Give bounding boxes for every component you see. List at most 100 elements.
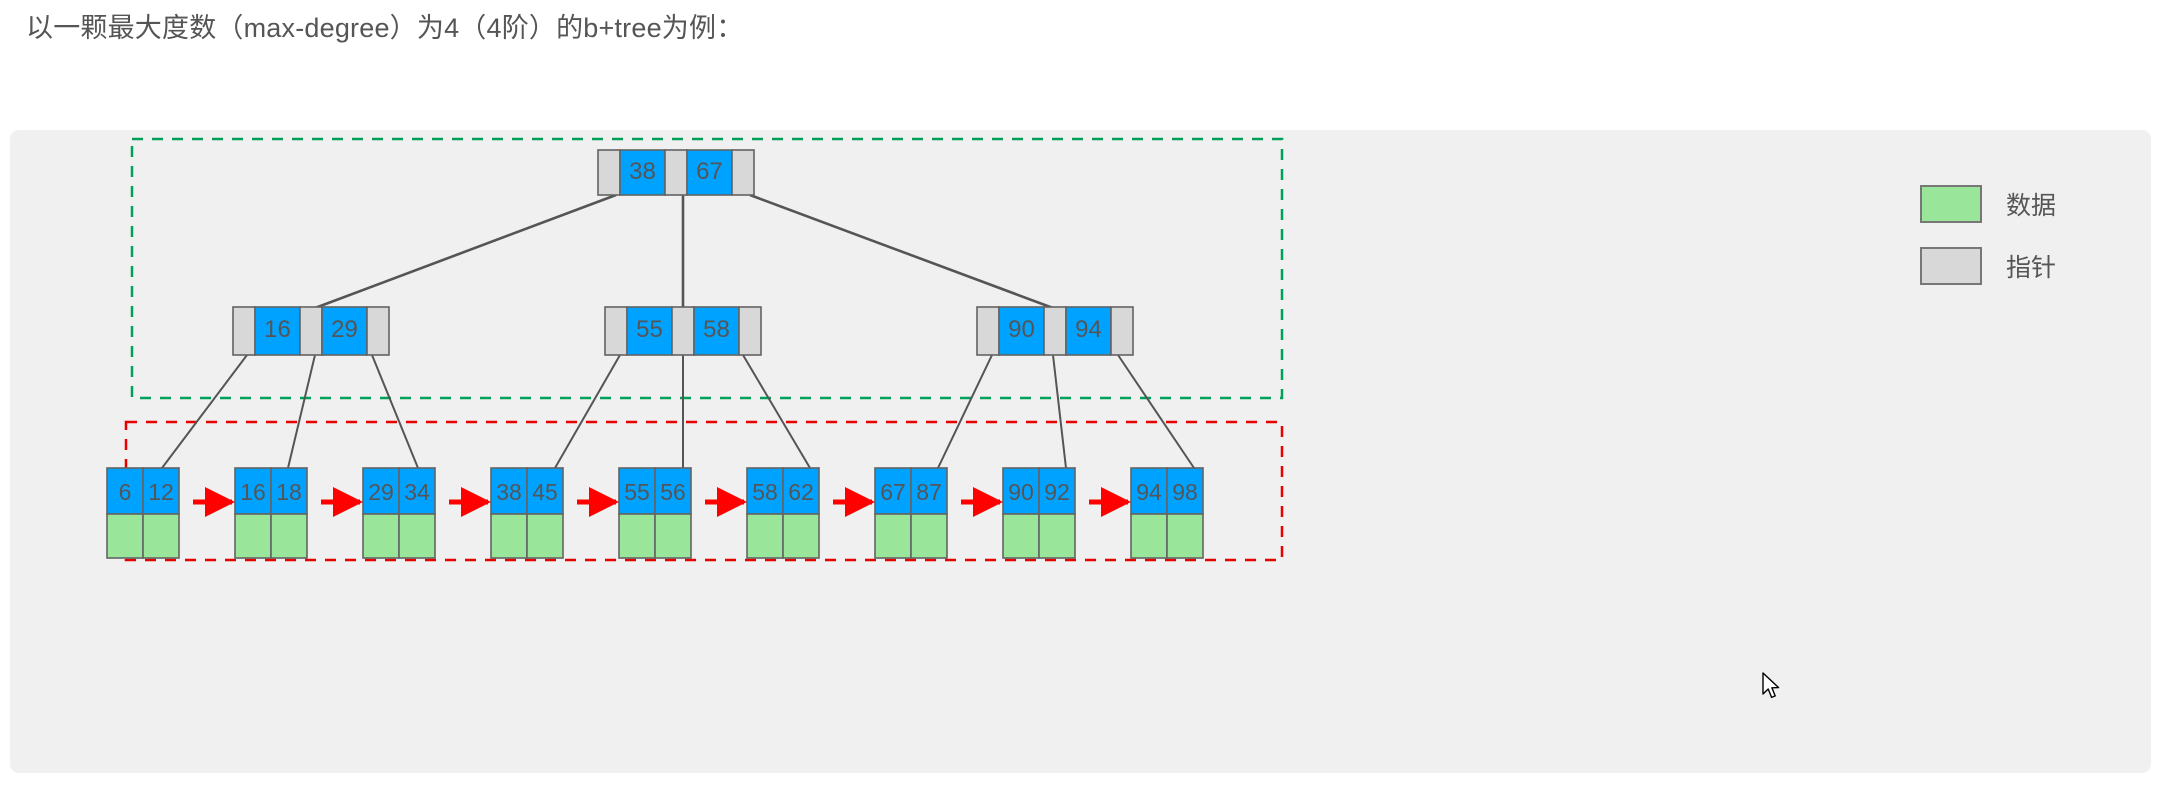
data-cell bbox=[746, 513, 784, 559]
key-label: 29 bbox=[368, 479, 394, 505]
key-label: 67 bbox=[880, 479, 906, 505]
legend-item-data: 数据 bbox=[1920, 185, 2140, 223]
data-cell bbox=[654, 513, 692, 559]
legend-swatch-pointer-icon bbox=[1920, 247, 1982, 285]
pointer-cell bbox=[366, 306, 390, 356]
data-cell bbox=[1166, 513, 1204, 559]
key-cell bbox=[910, 467, 948, 515]
key-cell bbox=[490, 467, 528, 515]
key-label: 90 bbox=[1008, 316, 1035, 343]
btree-node-internal-1[interactable]: 16 29 bbox=[232, 306, 390, 356]
data-cell bbox=[142, 513, 180, 559]
key-cell bbox=[626, 306, 673, 356]
connector-lines-internal-1 bbox=[161, 354, 419, 469]
key-cell bbox=[874, 467, 912, 515]
btree-leaf-2[interactable]: 16 18 bbox=[234, 467, 308, 559]
data-cell bbox=[618, 513, 656, 559]
legend-item-pointer: 指针 bbox=[1920, 247, 2140, 285]
key-label: 87 bbox=[916, 479, 942, 505]
btree-leaf-1[interactable]: 6 12 bbox=[106, 467, 180, 559]
data-cell bbox=[1038, 513, 1076, 559]
data-cell bbox=[398, 513, 436, 559]
connector-lines-root bbox=[314, 193, 1054, 310]
legend: 数据 指针 bbox=[1920, 185, 2140, 309]
data-cell bbox=[362, 513, 400, 559]
key-label: 58 bbox=[752, 479, 778, 505]
connector-lines-internal-3 bbox=[937, 354, 1195, 469]
pointer-cell bbox=[299, 306, 323, 356]
key-cell bbox=[619, 149, 666, 196]
key-label: 6 bbox=[119, 479, 132, 505]
btree-node-internal-2[interactable]: 55 58 bbox=[604, 306, 762, 356]
key-cell bbox=[526, 467, 564, 515]
btree-leaf-5[interactable]: 55 56 bbox=[618, 467, 692, 559]
key-label: 55 bbox=[624, 479, 650, 505]
btree-leaf-3[interactable]: 29 34 bbox=[362, 467, 436, 559]
key-label: 38 bbox=[496, 479, 522, 505]
key-cell bbox=[142, 467, 180, 515]
key-label: 16 bbox=[240, 479, 266, 505]
pointer-cell bbox=[232, 306, 256, 356]
btree-node-internal-3[interactable]: 90 94 bbox=[976, 306, 1134, 356]
key-label: 67 bbox=[696, 158, 723, 185]
key-cell bbox=[398, 467, 436, 515]
key-cell bbox=[1002, 467, 1040, 515]
pointer-cell bbox=[664, 149, 688, 196]
data-cell bbox=[106, 513, 144, 559]
key-cell bbox=[321, 306, 368, 356]
btree-node-root[interactable]: 38 67 bbox=[597, 149, 755, 196]
pointer-cell bbox=[671, 306, 695, 356]
pointer-cell bbox=[738, 306, 762, 356]
key-label: 92 bbox=[1044, 479, 1070, 505]
pointer-cell bbox=[731, 149, 755, 196]
key-label: 94 bbox=[1136, 479, 1162, 505]
key-label: 62 bbox=[788, 479, 814, 505]
key-cell bbox=[270, 467, 308, 515]
pointer-cell bbox=[976, 306, 1000, 356]
key-label: 55 bbox=[636, 316, 663, 343]
data-cell bbox=[874, 513, 912, 559]
key-label: 12 bbox=[148, 479, 174, 505]
data-cell bbox=[910, 513, 948, 559]
btree-leaf-8[interactable]: 90 92 bbox=[1002, 467, 1076, 559]
btree-leaf-4[interactable]: 38 45 bbox=[490, 467, 564, 559]
key-label: 45 bbox=[532, 479, 558, 505]
key-cell bbox=[1038, 467, 1076, 515]
data-cell bbox=[1002, 513, 1040, 559]
key-cell bbox=[693, 306, 740, 356]
key-label: 94 bbox=[1075, 316, 1102, 343]
legend-swatch-data-icon bbox=[1920, 185, 1982, 223]
btree-leaf-7[interactable]: 67 87 bbox=[874, 467, 948, 559]
key-label: 58 bbox=[703, 316, 730, 343]
pointer-cell bbox=[597, 149, 621, 196]
btree-diagram: 38 67 16 29 55 58 bbox=[106, 137, 1284, 562]
key-cell bbox=[362, 467, 400, 515]
key-cell bbox=[106, 467, 144, 515]
key-label: 16 bbox=[264, 316, 291, 343]
key-label: 34 bbox=[404, 479, 430, 505]
leaf-nodes-region bbox=[124, 420, 1284, 562]
diagram-card: 38 67 16 29 55 58 bbox=[10, 130, 2151, 773]
key-cell bbox=[746, 467, 784, 515]
data-cell bbox=[782, 513, 820, 559]
key-label: 56 bbox=[660, 479, 686, 505]
page-title: 以一颗最大度数（max-degree）为4（4阶）的b+tree为例： bbox=[26, 13, 744, 43]
data-cell bbox=[234, 513, 272, 559]
key-cell bbox=[234, 467, 272, 515]
key-label: 18 bbox=[276, 479, 302, 505]
data-cell bbox=[526, 513, 564, 559]
pointer-cell bbox=[604, 306, 628, 356]
btree-leaf-9[interactable]: 94 98 bbox=[1130, 467, 1204, 559]
legend-label-pointer: 指针 bbox=[2006, 254, 2057, 282]
key-label: 29 bbox=[331, 316, 358, 343]
internal-nodes-region bbox=[130, 137, 1284, 400]
legend-label-data: 数据 bbox=[2006, 192, 2057, 220]
btree-leaf-6[interactable]: 58 62 bbox=[746, 467, 820, 559]
connector-lines-internal-2 bbox=[554, 354, 811, 469]
key-cell bbox=[686, 149, 733, 196]
data-cell bbox=[1130, 513, 1168, 559]
key-label: 38 bbox=[629, 158, 656, 185]
key-label: 90 bbox=[1008, 479, 1034, 505]
key-cell bbox=[998, 306, 1045, 356]
data-cell bbox=[490, 513, 528, 559]
